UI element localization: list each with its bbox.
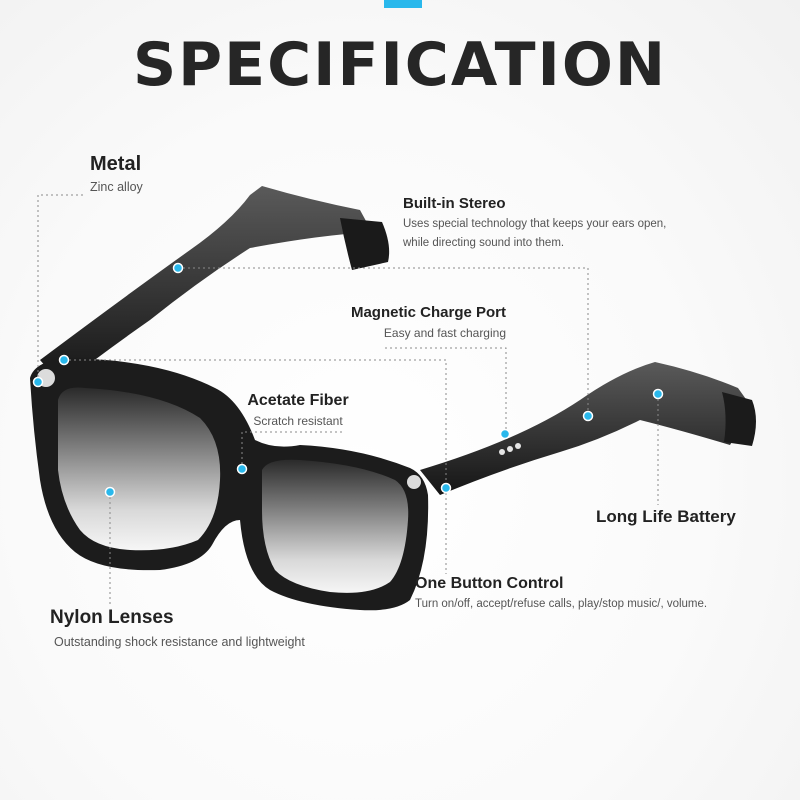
right-lens: [262, 459, 409, 593]
charge-pin: [499, 449, 505, 455]
charge-title: Magnetic Charge Port: [350, 304, 506, 321]
callout-dots: [32, 262, 664, 498]
stereo-desc-line2: while directing sound into them.: [403, 237, 565, 249]
leader-line-metal: [37, 194, 86, 382]
leader-lines: [37, 194, 659, 605]
metal-title: Metal: [90, 153, 142, 175]
lenses-title: Nylon Lenses: [50, 607, 174, 628]
leader-line-acetate-fiber: [241, 431, 345, 469]
metal-label: Metal Zinc alloy: [90, 153, 143, 197]
metal-callout-dot: [32, 376, 44, 388]
acetate-label: Acetate Fiber Scratch resistant: [241, 392, 355, 431]
charge-desc: Easy and fast charging: [383, 326, 506, 340]
charge-pin: [507, 446, 513, 452]
charge-callout-dot: [499, 428, 511, 440]
button-title: One Button Control: [415, 575, 564, 592]
hinge: [407, 475, 421, 489]
page-title: SPECIFICATION: [132, 30, 668, 100]
charge-label: Magnetic Charge Port Easy and fast charg…: [326, 304, 506, 343]
acetate-hinge-callout-dot: [58, 354, 70, 366]
stereo-callout-dot: [172, 262, 184, 274]
stereo-label: Built-in Stereo Uses special technology …: [403, 195, 666, 253]
left-temple-arm: [40, 186, 372, 385]
lenses-desc: Outstanding shock resistance and lightwe…: [54, 635, 305, 649]
speaker-callout-dot: [582, 410, 594, 422]
metal-desc: Zinc alloy: [90, 180, 143, 194]
left-temple-tip: [340, 218, 390, 270]
button-callout-dot: [440, 482, 452, 494]
stereo-desc-line1: Uses special technology that keeps your …: [403, 218, 667, 230]
left-lens: [58, 387, 221, 551]
top-accent-bar: [384, 0, 422, 8]
acetate-title: Acetate Fiber: [247, 392, 349, 409]
battery-label: Long Life Battery: [596, 507, 736, 527]
leader-line-acetate: [64, 359, 447, 488]
leader-line-stereo: [178, 267, 589, 416]
lenses-callout-dot: [104, 486, 116, 498]
button-desc: Turn on/off, accept/refuse calls, play/s…: [415, 598, 708, 610]
battery-callout-dot: [652, 388, 664, 400]
stereo-title: Built-in Stereo: [403, 195, 506, 212]
right-temple-tip: [722, 392, 756, 446]
battery-title: Long Life Battery: [596, 507, 736, 526]
acetate-desc: Scratch resistant: [253, 414, 343, 428]
acetate-callout-dot: [236, 463, 248, 475]
button-label: One Button Control Turn on/off, accept/r…: [415, 575, 707, 614]
right-temple-arm: [420, 362, 748, 495]
lenses-label: Nylon Lenses Outstanding shock resistanc…: [50, 607, 305, 652]
leader-line-charge: [385, 347, 507, 432]
charge-pin: [515, 443, 521, 449]
